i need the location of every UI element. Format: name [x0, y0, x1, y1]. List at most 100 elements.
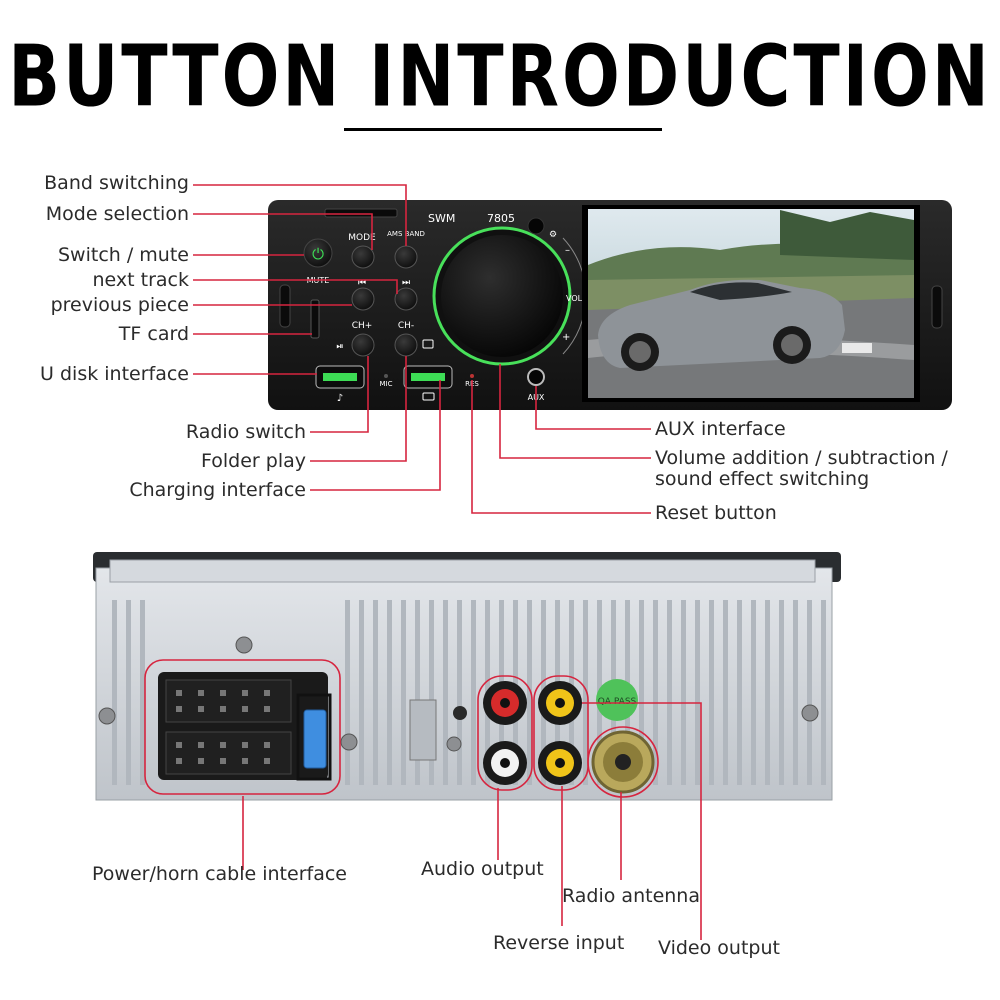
callout-u-disk: U disk interface [40, 363, 189, 385]
vent-slot [751, 600, 756, 785]
settings-icon: ⚙ [549, 230, 557, 240]
line-mode-selection [193, 213, 373, 250]
model-text: 7805 [487, 212, 515, 225]
vent-slot [779, 600, 784, 785]
line-band-switching [193, 184, 407, 246]
vent-slot [373, 600, 378, 785]
fuse [303, 709, 327, 769]
play-pause-icon: ⏯ [336, 342, 343, 352]
screw-top [235, 636, 253, 654]
line-aux [535, 386, 651, 430]
screw-mid [340, 733, 358, 751]
car-image [598, 279, 872, 371]
music-note-icon: ♪ [337, 393, 343, 404]
outline-antenna [587, 726, 659, 798]
line-charging [310, 380, 441, 491]
callout-charging-interface: Charging interface [129, 479, 306, 501]
connector-pin [220, 706, 226, 712]
vent-slot [807, 600, 812, 785]
volume-knob[interactable] [441, 235, 563, 357]
vent-slot [765, 600, 770, 785]
brand-text: SWM [428, 212, 455, 225]
previous-icon: ⏮ [358, 278, 366, 288]
callout-volume-line2: sound effect switching [655, 468, 870, 490]
callout-previous-piece: previous piece [50, 294, 189, 316]
aux-port[interactable] [527, 368, 545, 386]
ch-minus-label: CH- [398, 321, 414, 331]
radio-antenna-jack[interactable] [591, 730, 655, 794]
vent-slot [667, 600, 672, 785]
callout-next-track: next track [92, 269, 189, 291]
vol-label: VOL [566, 294, 583, 303]
screw-right [801, 704, 819, 722]
vent-slot [415, 600, 420, 785]
mode-label: MODE [348, 233, 376, 243]
connector-pin [176, 706, 182, 712]
vent-slot [793, 600, 798, 785]
previous-button[interactable] [351, 287, 375, 311]
chassis-hole [453, 706, 467, 720]
audio-output-white[interactable] [483, 741, 527, 785]
connector-pin [264, 742, 270, 748]
vent-slot [653, 600, 658, 785]
callout-tf-card: TF card [118, 323, 189, 345]
vent-slot [709, 600, 714, 785]
power-mute-button[interactable] [303, 238, 333, 268]
tf-card-slot [310, 299, 320, 339]
vent-slot [359, 600, 364, 785]
vent-slot [112, 600, 117, 785]
next-icon: ⏭ [402, 278, 410, 288]
outline-audio [477, 675, 533, 791]
callout-video-output: Video output [658, 937, 780, 959]
callout-reverse-input: Reverse input [493, 932, 625, 954]
vent-slot [821, 600, 826, 785]
line-next-track [193, 279, 398, 294]
connector-pin [198, 706, 204, 712]
line-radio-switch [310, 356, 369, 433]
vent-slot [471, 600, 476, 785]
vent-slot [443, 600, 448, 785]
connector-pin [220, 758, 226, 764]
power-icon: ⏻ [312, 245, 324, 263]
outline-power-connector [144, 659, 341, 795]
right-slot [931, 285, 943, 329]
vol-minus-label: – [565, 245, 570, 256]
connector-pin [198, 758, 204, 764]
callout-band-switching: Band switching [44, 172, 189, 194]
qa-pass-sticker: QA PASS [596, 679, 638, 721]
vent-slot [639, 600, 644, 785]
line-volume [499, 364, 651, 459]
svg-text:QA PASS: QA PASS [598, 697, 637, 707]
reset-hole[interactable] [470, 374, 474, 378]
vent-slot [723, 600, 728, 785]
vent-slot [140, 600, 145, 785]
connector-pin [198, 690, 204, 696]
connector-pin [176, 690, 182, 696]
line-reset [471, 380, 651, 514]
reverse-input-jack[interactable] [538, 741, 582, 785]
battery-icon [422, 392, 435, 401]
line-folder-play [310, 356, 407, 462]
connector-pin [242, 742, 248, 748]
vent-slot [737, 600, 742, 785]
video-output-jack[interactable] [538, 681, 582, 725]
bracket [409, 699, 437, 761]
left-slot [279, 284, 291, 328]
vent-slot [345, 600, 350, 785]
vent-slot [387, 600, 392, 785]
mode-button[interactable] [351, 245, 375, 269]
connector-pin [220, 690, 226, 696]
next-button[interactable] [394, 287, 418, 311]
callout-switch-mute: Switch / mute [58, 244, 189, 266]
vent-slot [695, 600, 700, 785]
connector-pin [176, 758, 182, 764]
ch-plus-label: CH+ [352, 321, 373, 331]
connector-pin [242, 706, 248, 712]
audio-output-red[interactable] [483, 681, 527, 725]
ch-plus-button[interactable] [351, 333, 375, 357]
mic-label: MIC [380, 380, 393, 388]
callout-reset-button: Reset button [655, 502, 777, 524]
display-screen [582, 205, 920, 402]
